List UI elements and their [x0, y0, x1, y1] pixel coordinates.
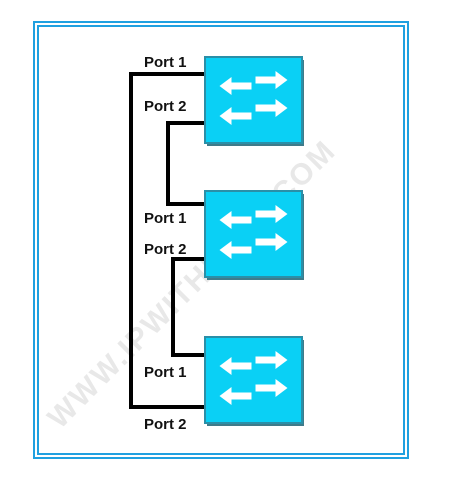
arrow-right-icon	[255, 71, 288, 89]
switch-1-body	[204, 56, 303, 144]
arrow-right-icon	[255, 205, 288, 223]
switch-1-port-2-label: Port 2	[144, 98, 187, 115]
arrow-left-icon	[219, 107, 252, 125]
switch-3	[204, 336, 304, 426]
switch-3-body	[204, 336, 303, 424]
switch-icon	[219, 351, 288, 405]
switch-3-port-2-label: Port 2	[144, 416, 187, 433]
arrow-right-icon	[255, 99, 288, 117]
switch-2	[204, 190, 304, 280]
switch-1	[204, 56, 304, 146]
switch-2-port-2-label: Port 2	[144, 241, 187, 258]
switch-icon	[219, 205, 288, 259]
switch-1-port-1-label: Port 1	[144, 54, 187, 71]
arrow-right-icon	[255, 233, 288, 251]
diagram-frame-inner	[37, 25, 405, 455]
arrow-left-icon	[219, 77, 252, 95]
cable-sw1-p2-to-sw2-p1	[166, 121, 206, 206]
cables	[129, 72, 206, 409]
arrow-right-icon	[255, 351, 288, 369]
arrow-left-icon	[219, 357, 252, 375]
port-labels: Port 1 Port 2 Port 1 Port 2 Port 1 Port …	[144, 54, 187, 433]
arrow-left-icon	[219, 241, 252, 259]
switch-2-body	[204, 190, 303, 278]
switch-icon	[219, 71, 288, 125]
switches	[204, 56, 304, 426]
cable-sw2-p2-to-sw3-p1	[171, 257, 206, 357]
arrow-left-icon	[219, 387, 252, 405]
arrow-left-icon	[219, 211, 252, 229]
diagram-frame-outer	[33, 21, 409, 459]
cable-sw1-p1-to-sw3-p2	[129, 72, 206, 409]
switch-2-port-1-label: Port 1	[144, 210, 187, 227]
arrow-right-icon	[255, 379, 288, 397]
switch-3-port-1-label: Port 1	[144, 364, 187, 381]
